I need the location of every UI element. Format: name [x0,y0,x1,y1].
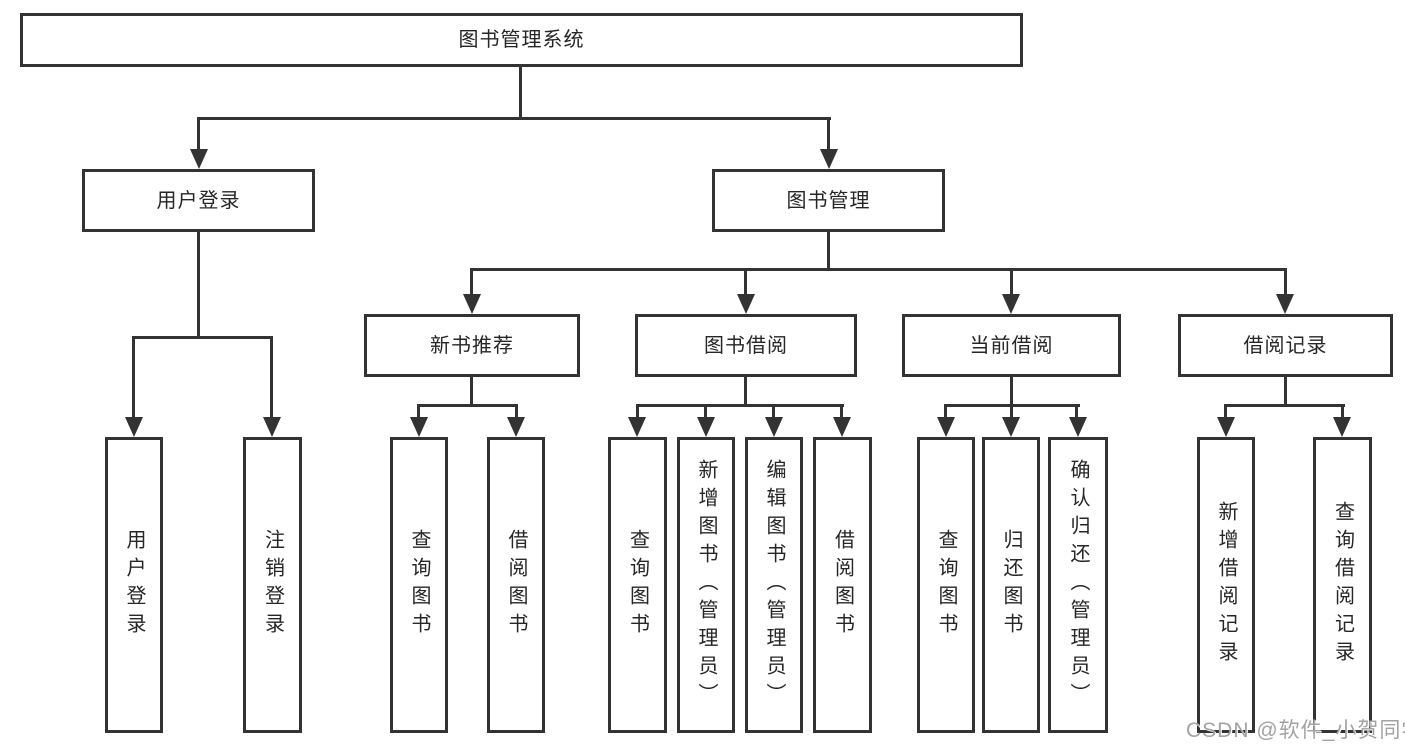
connector-stub [197,117,200,151]
arrow-down-icon [697,417,715,437]
connector-root-hline [197,117,831,120]
arrow-down-icon [410,417,428,437]
connector-stub [1010,404,1013,419]
node-book-borrow: 图书借阅 [635,314,857,377]
arrow-down-icon [1333,417,1351,437]
arrow-down-icon [1069,417,1087,437]
connector-root-trunk [519,67,522,120]
node-new-book-recommend: 新书推荐 [364,314,580,377]
leaf-borrow-edit-admin: 编辑图书（管理员） [745,437,803,733]
connector-bookmgmt-trunk [827,232,830,271]
node-root: 图书管理系统 [20,13,1023,67]
connector-borrow-trunk [744,377,747,407]
connector-stub [636,404,639,419]
connector-stub [704,404,707,419]
connector-stub [1010,268,1013,296]
leaf-newbook-borrow: 借阅图书 [487,437,545,733]
connector-stub [132,336,135,419]
connector-stub [827,117,830,151]
leaf-records-query: 查询借阅记录 [1313,437,1372,733]
arrow-down-icon [507,417,525,437]
leaf-borrow-query: 查询图书 [608,437,667,733]
arrow-down-icon [1217,417,1235,437]
connector-records-hline [1224,404,1345,407]
connector-stub [1075,404,1078,419]
connector-stub [772,404,775,419]
arrow-down-icon [263,417,281,437]
connector-stub [744,268,747,296]
connector-current-trunk [1010,377,1013,407]
connector-newbook-trunk [470,377,473,407]
leaf-borrow-add-admin: 新增图书（管理员） [677,437,735,733]
arrow-down-icon [125,417,143,437]
node-user-login: 用户登录 [82,169,315,232]
node-current-borrow: 当前借阅 [902,314,1121,377]
connector-stub [417,404,420,419]
connector-records-trunk [1284,377,1287,407]
leaf-current-query: 查询图书 [917,437,975,733]
connector-stub [1284,268,1287,296]
connector-stub [1341,404,1344,419]
arrow-down-icon [765,417,783,437]
connector-stub [840,404,843,419]
arrow-down-icon [463,294,481,314]
arrow-down-icon [1002,417,1020,437]
connector-userlogin-trunk [197,232,200,339]
connector-newbook-hline [417,404,518,407]
connector-stub [470,268,473,296]
arrow-down-icon [190,149,208,169]
connector-bookmgmt-hline [470,268,1287,271]
arrow-down-icon [628,417,646,437]
connector-borrow-hline [636,404,844,407]
connector-stub [1224,404,1227,419]
arrow-down-icon [820,149,838,169]
node-book-management: 图书管理 [712,169,945,232]
leaf-logout: 注销登录 [243,437,302,733]
arrow-down-icon [937,417,955,437]
arrow-down-icon [833,417,851,437]
connector-stub [515,404,518,419]
arrow-down-icon [737,294,755,314]
node-borrow-records: 借阅记录 [1178,314,1393,377]
connector-stub [944,404,947,419]
connector-stub [270,336,273,419]
leaf-current-confirm-admin: 确认归还（管理员） [1048,437,1108,733]
connector-userlogin-hline [132,336,273,339]
leaf-records-add: 新增借阅记录 [1197,437,1255,733]
watermark: CSDN @软件_小贺同学 [1186,719,1405,742]
leaf-newbook-query: 查询图书 [390,437,448,733]
arrow-down-icon [1002,294,1020,314]
leaf-current-return: 归还图书 [982,437,1040,733]
leaf-user-login: 用户登录 [105,437,163,733]
arrow-down-icon [1276,294,1294,314]
leaf-borrow-book: 借阅图书 [813,437,872,733]
